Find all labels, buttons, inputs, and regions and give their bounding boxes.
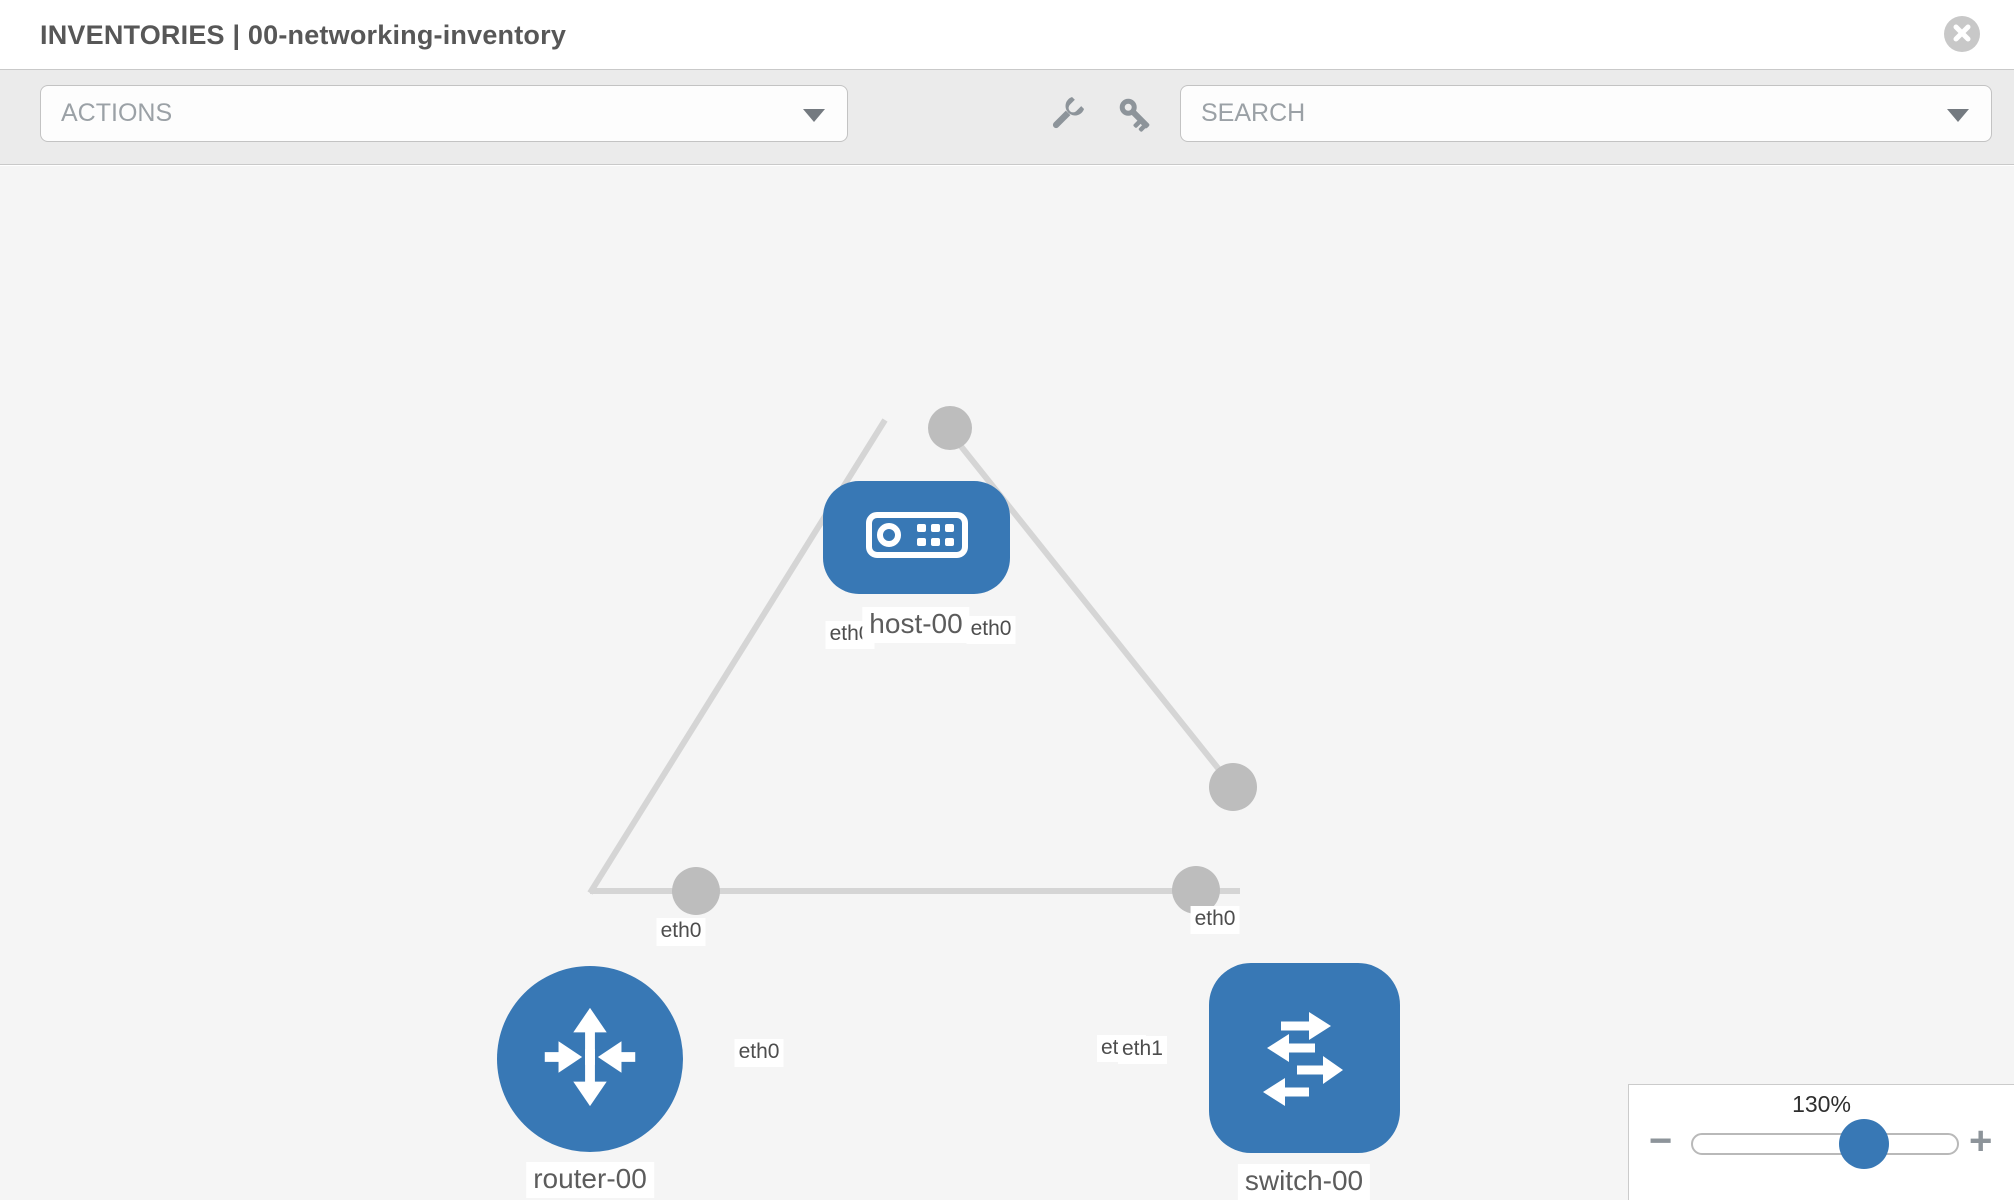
node-label-host: host-00 <box>862 607 970 643</box>
key-icon <box>1116 95 1156 138</box>
zoom-slider-track[interactable] <box>1691 1133 1959 1155</box>
close-icon <box>1952 23 1972 46</box>
configure-button[interactable] <box>1042 92 1090 140</box>
iface-label-router-mid: eth0 <box>734 1039 784 1067</box>
toolbar: ACTIONS SEARCH <box>0 70 2014 165</box>
iface-label-host-right: eth0 <box>966 616 1016 644</box>
zoom-in-button[interactable]: + <box>1969 1119 1993 1163</box>
actions-dropdown[interactable]: ACTIONS <box>40 85 848 142</box>
zoom-control-panel: 130% − + <box>1628 1084 2014 1200</box>
iface-label-router-top: eth0 <box>656 918 706 946</box>
node-host-00[interactable] <box>823 481 1010 594</box>
router-icon <box>531 998 649 1121</box>
zoom-slider-knob[interactable] <box>1839 1119 1889 1169</box>
page-header: INVENTORIES | 00-networking-inventory <box>0 0 2014 70</box>
node-switch-00[interactable] <box>1209 963 1400 1153</box>
connector-router-eth0[interactable] <box>672 867 720 915</box>
switch-icon <box>1245 996 1365 1121</box>
node-label-router: router-00 <box>526 1162 654 1198</box>
iface-label-switch-mid-group: eth0 eth1 <box>1097 1035 1167 1064</box>
credentials-button[interactable] <box>1112 92 1160 140</box>
search-dropdown[interactable]: SEARCH <box>1180 85 1992 142</box>
node-label-switch: switch-00 <box>1237 1164 1371 1200</box>
link-host-switch[interactable] <box>945 428 1236 789</box>
connector-host-eth0[interactable] <box>928 406 972 450</box>
node-router-00[interactable] <box>497 966 683 1152</box>
host-icon <box>865 511 969 564</box>
connector-switch-eth1[interactable] <box>1172 866 1220 914</box>
iface-label-switch-mid-eth1: eth1 <box>1118 1036 1167 1064</box>
chevron-down-icon <box>1947 108 1969 122</box>
search-dropdown-label: SEARCH <box>1201 99 1306 127</box>
wrench-icon <box>1046 95 1086 138</box>
actions-dropdown-label: ACTIONS <box>61 99 173 127</box>
close-button[interactable] <box>1944 16 1980 52</box>
iface-label-switch-top: eth0 <box>1190 906 1240 934</box>
topology-canvas[interactable]: host-00 router-00 switch-00 eth0 eth0 et… <box>0 166 2014 1200</box>
zoom-level-value: 130% <box>1792 1091 1851 1117</box>
connector-switch-eth0[interactable] <box>1209 763 1257 811</box>
page-title: INVENTORIES | 00-networking-inventory <box>40 19 567 50</box>
topology-links-layer <box>587 406 1257 915</box>
chevron-down-icon <box>803 108 825 122</box>
zoom-out-button[interactable]: − <box>1649 1119 1673 1163</box>
